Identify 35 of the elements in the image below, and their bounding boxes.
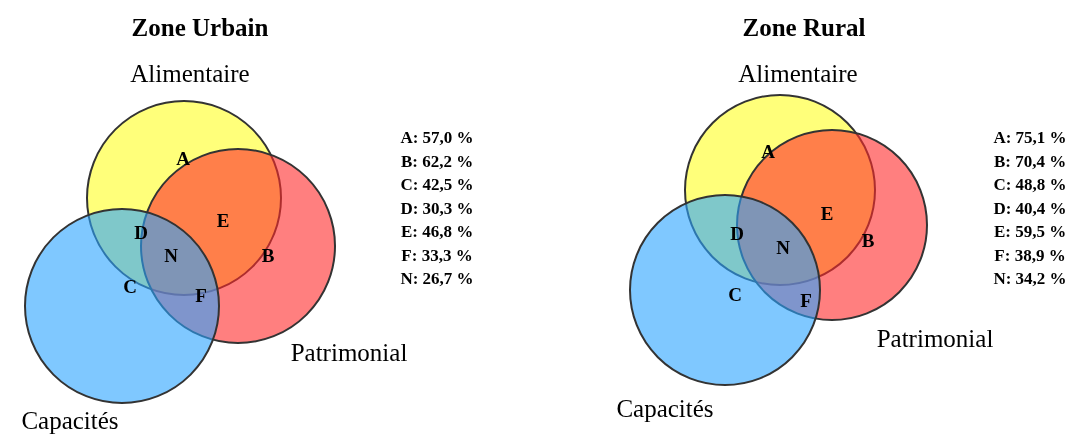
region-letter: B [261, 245, 275, 265]
percentage-value: D: 40,4 % [993, 199, 1067, 216]
set-label: Alimentaire [130, 60, 250, 86]
panel-title: Zone Urbain [131, 14, 269, 40]
region-letter: N [776, 237, 790, 257]
percentage-value: B: 70,4 % [993, 152, 1067, 169]
percentage-value: E: 59,5 % [993, 222, 1067, 240]
percentage-value: N: 26,7 % [400, 269, 474, 287]
region-letter: D [730, 223, 744, 243]
set-label: Capacités [21, 407, 119, 433]
percentage-value: C: 48,8 % [993, 175, 1067, 193]
region-letter: C [728, 284, 742, 304]
region-letter: C [123, 276, 137, 296]
region-letter: B [861, 230, 875, 250]
percentage-value: A: 75,1 % [993, 128, 1067, 146]
percentage-value: A: 57,0 % [400, 128, 474, 146]
set-label: Patrimonial [876, 325, 994, 351]
percentage-value: E: 46,8 % [400, 222, 474, 240]
set-label: Patrimonial [290, 339, 408, 365]
percentage-value: N: 34,2 % [993, 269, 1067, 287]
set-label: Alimentaire [738, 60, 858, 86]
region-letter: F [195, 285, 207, 305]
percentage-value: C: 42,5 % [400, 175, 474, 193]
region-letter: F [800, 290, 812, 310]
percentage-value: B: 62,2 % [400, 152, 474, 169]
region-letter: E [216, 210, 230, 230]
percentage-value: F: 33,3 % [401, 246, 473, 263]
set-label: Capacités [616, 395, 714, 421]
region-letter: D [134, 222, 148, 242]
region-letter: E [820, 203, 834, 223]
region-letter: A [176, 148, 190, 168]
percentage-value: D: 30,3 % [400, 199, 474, 216]
panel-title: Zone Rural [742, 14, 866, 40]
region-letter: N [164, 245, 178, 265]
percentage-value: F: 38,9 % [994, 246, 1066, 263]
